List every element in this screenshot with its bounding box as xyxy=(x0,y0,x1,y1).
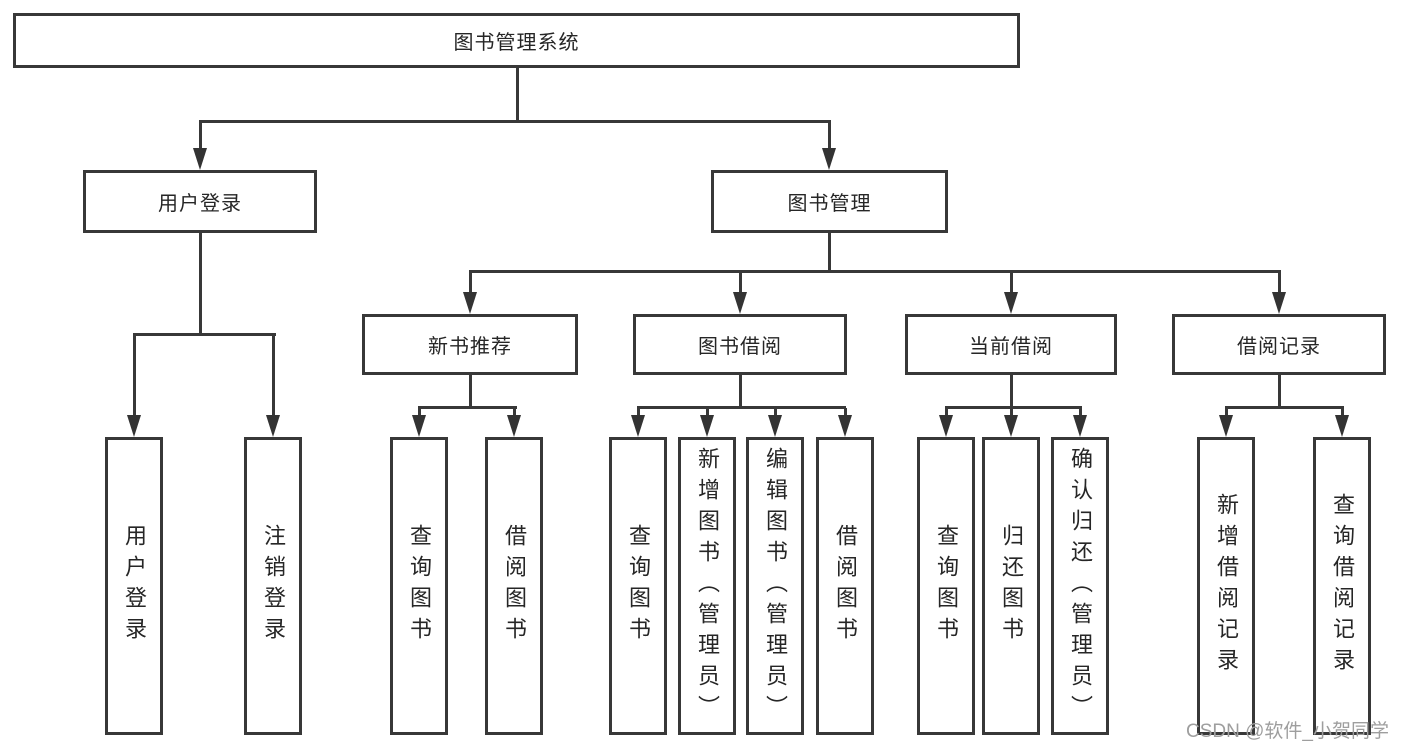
arrow-down-icon xyxy=(1004,292,1018,314)
connector-line xyxy=(1010,272,1013,293)
node-label: 查询图书 xyxy=(407,524,432,648)
node-leaf-user-login: 用户登录 xyxy=(105,437,163,735)
connector-line xyxy=(199,232,202,335)
connector-line xyxy=(1010,408,1013,416)
arrow-down-icon xyxy=(733,292,747,314)
arrow-down-icon xyxy=(1219,415,1233,437)
connector-line xyxy=(739,272,742,293)
connector-line xyxy=(828,121,831,150)
arrow-down-icon xyxy=(631,415,645,437)
node-label: 确认归还（管理员） xyxy=(1068,446,1093,726)
connector-line xyxy=(706,408,709,416)
arrow-down-icon xyxy=(768,415,782,437)
arrow-down-icon xyxy=(1004,415,1018,437)
connector-line xyxy=(272,334,275,416)
arrow-down-icon xyxy=(193,148,207,170)
node-leaf-confirm-return-admin: 确认归还（管理员） xyxy=(1051,437,1109,735)
node-leaf-query-books-current: 查询图书 xyxy=(917,437,975,735)
node-label: 归还图书 xyxy=(999,524,1024,648)
node-leaf-add-borrow-record: 新增借阅记录 xyxy=(1197,437,1255,735)
connector-line xyxy=(945,408,948,416)
connector-line xyxy=(1341,408,1344,416)
connector-line xyxy=(516,67,519,122)
connector-line xyxy=(945,406,1082,409)
node-leaf-query-books-recommend: 查询图书 xyxy=(390,437,448,735)
connector-line xyxy=(133,333,276,336)
node-leaf-logout: 注销登录 xyxy=(244,437,302,735)
arrow-down-icon xyxy=(939,415,953,437)
connector-line xyxy=(1225,406,1344,409)
node-label: 借阅图书 xyxy=(502,524,527,648)
connector-line xyxy=(1278,374,1281,408)
node-label: 图书管理 xyxy=(787,193,872,215)
node-label: 图书借阅 xyxy=(698,336,782,358)
node-borrowing-records: 借阅记录 xyxy=(1172,314,1386,375)
arrow-down-icon xyxy=(507,415,521,437)
connector-line xyxy=(739,374,742,408)
arrow-down-icon xyxy=(700,415,714,437)
node-leaf-borrow-books-borrowing: 借阅图书 xyxy=(816,437,874,735)
arrow-down-icon xyxy=(1073,415,1087,437)
node-label: 新增图书（管理员） xyxy=(695,446,720,726)
node-leaf-query-borrow-record: 查询借阅记录 xyxy=(1313,437,1371,735)
node-label: 用户登录 xyxy=(158,193,242,215)
node-label: 新书推荐 xyxy=(428,336,512,358)
node-label: 借阅图书 xyxy=(833,524,858,648)
node-label: 查询图书 xyxy=(934,524,959,648)
connector-line xyxy=(418,408,421,416)
node-book-management: 图书管理 xyxy=(711,170,948,233)
node-label: 当前借阅 xyxy=(969,336,1053,358)
node-label: 用户登录 xyxy=(122,524,147,648)
node-new-book-recommendation: 新书推荐 xyxy=(362,314,578,375)
connector-line xyxy=(1010,374,1013,408)
connector-line xyxy=(469,272,472,293)
node-label: 查询借阅记录 xyxy=(1330,493,1355,679)
node-leaf-borrow-books-recommend: 借阅图书 xyxy=(485,437,543,735)
arrow-down-icon xyxy=(1335,415,1349,437)
arrow-down-icon xyxy=(822,148,836,170)
connector-line xyxy=(1079,408,1082,416)
arrow-down-icon xyxy=(1272,292,1286,314)
watermark: CSDN @软件_小贺同学 xyxy=(1186,721,1389,742)
node-label: 查询图书 xyxy=(626,524,651,648)
node-leaf-query-books-borrowing: 查询图书 xyxy=(609,437,667,735)
arrow-down-icon xyxy=(463,292,477,314)
node-book-management-system: 图书管理系统 xyxy=(13,13,1020,68)
node-current-borrowing: 当前借阅 xyxy=(905,314,1117,375)
arrow-down-icon xyxy=(412,415,426,437)
connector-line xyxy=(1278,272,1281,293)
node-leaf-return-books: 归还图书 xyxy=(982,437,1040,735)
connector-line xyxy=(513,408,516,416)
node-book-borrowing: 图书借阅 xyxy=(633,314,847,375)
arrow-down-icon xyxy=(266,415,280,437)
arrow-down-icon xyxy=(838,415,852,437)
node-user-login: 用户登录 xyxy=(83,170,317,233)
arrow-down-icon xyxy=(127,415,141,437)
node-label: 编辑图书（管理员） xyxy=(763,446,788,726)
node-leaf-edit-book-admin: 编辑图书（管理员） xyxy=(746,437,804,735)
connector-line xyxy=(774,408,777,416)
node-label: 借阅记录 xyxy=(1237,336,1321,358)
connector-line xyxy=(418,406,517,409)
connector-line xyxy=(1225,408,1228,416)
connector-line xyxy=(637,406,846,409)
connector-line xyxy=(469,374,472,408)
node-leaf-add-book-admin: 新增图书（管理员） xyxy=(678,437,736,735)
connector-line xyxy=(844,408,847,416)
node-label: 图书管理系统 xyxy=(453,32,580,54)
connector-line xyxy=(199,121,202,150)
connector-line xyxy=(133,334,136,416)
node-label: 新增借阅记录 xyxy=(1214,493,1239,679)
connector-line xyxy=(199,120,831,123)
node-label: 注销登录 xyxy=(261,524,286,648)
connector-line xyxy=(469,270,1281,273)
connector-line xyxy=(828,232,831,272)
connector-line xyxy=(637,408,640,416)
